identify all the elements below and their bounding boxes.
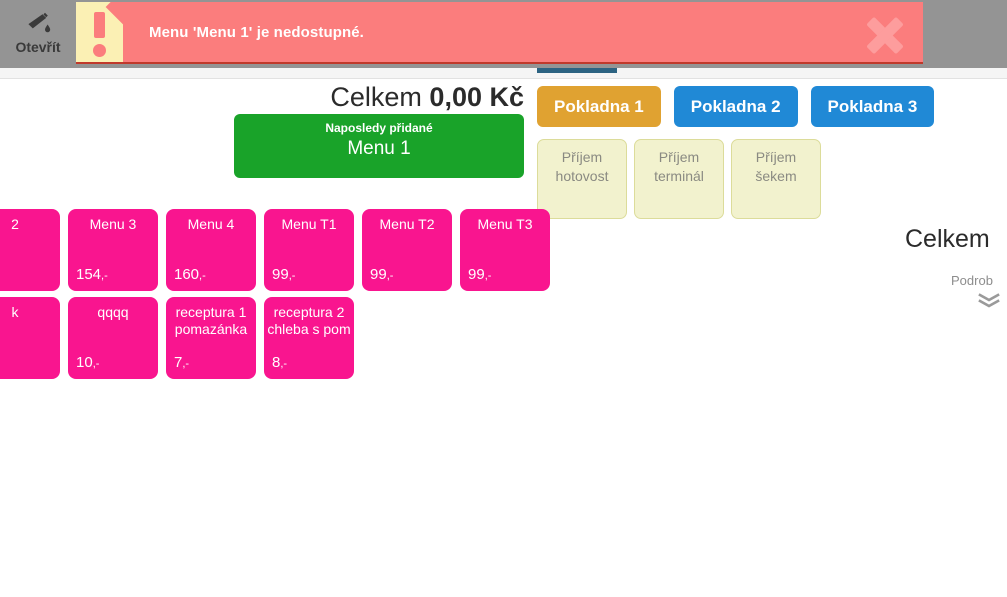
details-label: Podrob bbox=[951, 273, 993, 288]
product-price: 7,- bbox=[174, 354, 190, 371]
last-added-button[interactable]: Naposledy přidané Menu 1 bbox=[234, 114, 524, 178]
last-added-item: Menu 1 bbox=[347, 138, 411, 159]
product-name: receptura 2 chleba s pom bbox=[267, 304, 351, 337]
exclamation-icon bbox=[76, 2, 123, 62]
payment-cash-button[interactable]: Příjem hotovost bbox=[537, 139, 627, 219]
payment-cash-line2: hotovost bbox=[555, 168, 609, 184]
bottle-dropper-icon bbox=[23, 12, 53, 38]
product-tile[interactable]: 2 bbox=[0, 209, 60, 291]
scroll-track[interactable] bbox=[0, 68, 1007, 79]
product-row: k qqqq 10,- receptura 1 pomazánka 7,- re… bbox=[0, 297, 570, 379]
payment-terminal-line1: Příjem bbox=[658, 149, 700, 165]
product-name: Menu T2 bbox=[379, 216, 435, 232]
product-tile[interactable]: Menu 4 160,- bbox=[166, 209, 256, 291]
payment-cash-line1: Příjem bbox=[561, 149, 603, 165]
product-name: 2 bbox=[11, 216, 19, 232]
tab-pokladna-2[interactable]: Pokladna 2 bbox=[673, 86, 798, 127]
product-price: 154,- bbox=[76, 266, 108, 283]
product-name: Menu T1 bbox=[281, 216, 337, 232]
top-bar: Otevřít Menu 'Menu 1' je nedostupné. bbox=[0, 0, 1007, 68]
payment-cheque-line1: Příjem bbox=[755, 149, 797, 165]
product-grid: 2 Menu 3 154,- Menu 4 160,- Menu T1 99,-… bbox=[0, 209, 570, 385]
close-icon[interactable] bbox=[845, 2, 923, 62]
product-name: receptura 1 pomazánka bbox=[174, 304, 248, 337]
page-title: Celkem 0,00 Kč bbox=[234, 82, 524, 113]
right-total-label: Celkem bbox=[905, 225, 990, 253]
product-price: 8,- bbox=[272, 354, 288, 371]
product-tile[interactable]: qqqq 10,- bbox=[68, 297, 158, 379]
total-amount: 0,00 Kč bbox=[429, 82, 524, 112]
product-tile[interactable]: Menu T2 99,- bbox=[362, 209, 452, 291]
payment-buttons: Příjem hotovost Příjem terminál Příjem š… bbox=[537, 139, 821, 219]
product-tile[interactable]: Menu T1 99,- bbox=[264, 209, 354, 291]
tab-pokladna-3[interactable]: Pokladna 3 bbox=[810, 86, 935, 127]
payment-terminal-button[interactable]: Příjem terminál bbox=[634, 139, 724, 219]
product-price: 99,- bbox=[272, 266, 296, 283]
double-chevron-icon[interactable] bbox=[978, 292, 1000, 308]
payment-cheque-line2: šekem bbox=[755, 168, 797, 184]
product-tile[interactable]: receptura 1 pomazánka 7,- bbox=[166, 297, 256, 379]
product-name: qqqq bbox=[97, 304, 129, 320]
product-name: Menu 3 bbox=[89, 216, 137, 232]
product-name: k bbox=[11, 304, 19, 320]
product-price: 99,- bbox=[370, 266, 394, 283]
product-price: 99,- bbox=[468, 266, 492, 283]
open-button[interactable]: Otevřít bbox=[0, 0, 76, 66]
product-tile[interactable]: k bbox=[0, 297, 60, 379]
tab-pokladna-1[interactable]: Pokladna 1 bbox=[537, 86, 661, 127]
product-tile[interactable]: Menu 3 154,- bbox=[68, 209, 158, 291]
product-price: 10,- bbox=[76, 354, 100, 371]
product-row: 2 Menu 3 154,- Menu 4 160,- Menu T1 99,-… bbox=[0, 209, 570, 291]
scroll-thumb[interactable] bbox=[537, 68, 617, 73]
payment-cheque-button[interactable]: Příjem šekem bbox=[731, 139, 821, 219]
open-button-label: Otevřít bbox=[15, 39, 61, 55]
total-label: Celkem bbox=[330, 82, 422, 112]
product-tile[interactable]: receptura 2 chleba s pom 8,- bbox=[264, 297, 354, 379]
product-name: Menu 4 bbox=[187, 216, 235, 232]
product-price: 160,- bbox=[174, 266, 206, 283]
register-tabs: Pokladna 1 Pokladna 2 Pokladna 3 bbox=[537, 86, 935, 127]
product-name: Menu T3 bbox=[477, 216, 533, 232]
product-tile[interactable]: Menu T3 99,- bbox=[460, 209, 550, 291]
payment-terminal-line2: terminál bbox=[654, 168, 704, 184]
alert-banner: Menu 'Menu 1' je nedostupné. bbox=[76, 2, 923, 64]
alert-message: Menu 'Menu 1' je nedostupné. bbox=[149, 23, 364, 41]
last-added-caption: Naposledy přidané bbox=[325, 121, 433, 135]
